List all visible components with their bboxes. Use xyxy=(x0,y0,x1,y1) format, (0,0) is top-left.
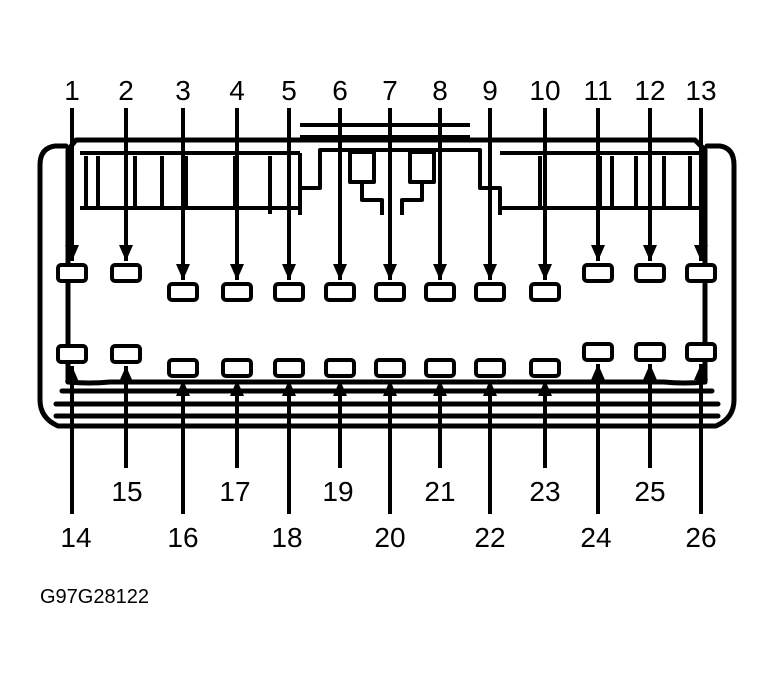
pin-socket-15 xyxy=(110,344,142,364)
pin-socket-12 xyxy=(634,263,666,283)
pin-arrow-24 xyxy=(591,364,605,514)
pin-label-7: 7 xyxy=(382,75,398,106)
pin-pointer-arrows xyxy=(65,108,708,514)
pin-socket-6 xyxy=(324,282,356,302)
pin-arrow-8 xyxy=(433,108,447,280)
pin-arrow-6 xyxy=(333,108,347,280)
pin-socket-14 xyxy=(56,344,88,364)
pin-arrow-13 xyxy=(694,108,708,261)
pin-arrow-21 xyxy=(433,380,447,468)
pin-arrow-18 xyxy=(282,380,296,514)
pin-socket-2 xyxy=(110,263,142,283)
pin-socket-9 xyxy=(474,282,506,302)
pin-socket-11 xyxy=(582,263,614,283)
pin-label-15: 15 xyxy=(111,476,142,507)
pin-socket-19 xyxy=(324,358,356,378)
pin-label-4: 4 xyxy=(229,75,245,106)
pin-label-13: 13 xyxy=(685,75,716,106)
pin-label-17: 17 xyxy=(219,476,250,507)
pin-arrow-1 xyxy=(65,108,79,261)
pin-label-18: 18 xyxy=(271,522,302,553)
pin-arrow-16 xyxy=(176,380,190,514)
pin-label-6: 6 xyxy=(332,75,348,106)
pin-socket-21 xyxy=(424,358,456,378)
pin-label-9: 9 xyxy=(482,75,498,106)
pin-socket-17 xyxy=(221,358,253,378)
pin-label-5: 5 xyxy=(281,75,297,106)
pin-label-23: 23 xyxy=(529,476,560,507)
pin-label-22: 22 xyxy=(474,522,505,553)
pin-arrow-4 xyxy=(230,108,244,280)
pin-label-20: 20 xyxy=(374,522,405,553)
pin-label-3: 3 xyxy=(175,75,191,106)
pin-label-26: 26 xyxy=(685,522,716,553)
pin-arrow-22 xyxy=(483,380,497,514)
pin-label-12: 12 xyxy=(634,75,665,106)
pin-arrow-10 xyxy=(538,108,552,280)
pin-label-16: 16 xyxy=(167,522,198,553)
pin-label-8: 8 xyxy=(432,75,448,106)
pin-arrow-2 xyxy=(119,108,133,261)
pin-arrow-15 xyxy=(119,366,133,468)
pin-label-24: 24 xyxy=(580,522,611,553)
pin-socket-7 xyxy=(374,282,406,302)
pin-socket-10 xyxy=(529,282,561,302)
pin-arrow-7 xyxy=(383,108,397,280)
pin-socket-23 xyxy=(529,358,561,378)
pin-arrow-17 xyxy=(230,380,244,468)
pin-arrow-23 xyxy=(538,380,552,468)
pin-label-2: 2 xyxy=(118,75,134,106)
pin-label-19: 19 xyxy=(322,476,353,507)
pin-socket-8 xyxy=(424,282,456,302)
pin-socket-4 xyxy=(221,282,253,302)
pin-arrow-11 xyxy=(591,108,605,261)
pin-label-10: 10 xyxy=(529,75,560,106)
pin-socket-5 xyxy=(273,282,305,302)
pin-socket-18 xyxy=(273,358,305,378)
pin-arrow-20 xyxy=(383,380,397,514)
pin-arrow-5 xyxy=(282,108,296,280)
pin-socket-3 xyxy=(167,282,199,302)
pin-socket-22 xyxy=(474,358,506,378)
pin-arrow-14 xyxy=(65,366,79,514)
pin-socket-16 xyxy=(167,358,199,378)
pin-label-21: 21 xyxy=(424,476,455,507)
pin-label-25: 25 xyxy=(634,476,665,507)
figure-code: G97G28122 xyxy=(40,586,149,608)
pin-socket-13 xyxy=(685,263,717,283)
pin-label-14: 14 xyxy=(60,522,91,553)
bottom-row-labels: 14 15 16 17 18 19 20 21 22 23 24 25 26 xyxy=(60,476,716,553)
pin-arrow-9 xyxy=(483,108,497,280)
pin-arrow-12 xyxy=(643,108,657,261)
connector-pins xyxy=(56,263,717,378)
pin-arrow-26 xyxy=(694,364,708,514)
pin-socket-26 xyxy=(685,342,717,362)
pin-socket-24 xyxy=(582,342,614,362)
pin-socket-1 xyxy=(56,263,88,283)
pin-arrow-19 xyxy=(333,380,347,468)
pin-label-1: 1 xyxy=(64,75,80,106)
pin-arrow-25 xyxy=(643,364,657,468)
top-row-labels: 1 2 3 4 5 6 7 8 9 10 11 12 13 xyxy=(64,75,716,106)
pin-socket-25 xyxy=(634,342,666,362)
pin-label-11: 11 xyxy=(583,75,612,106)
pin-socket-20 xyxy=(374,358,406,378)
pin-arrow-3 xyxy=(176,108,190,280)
